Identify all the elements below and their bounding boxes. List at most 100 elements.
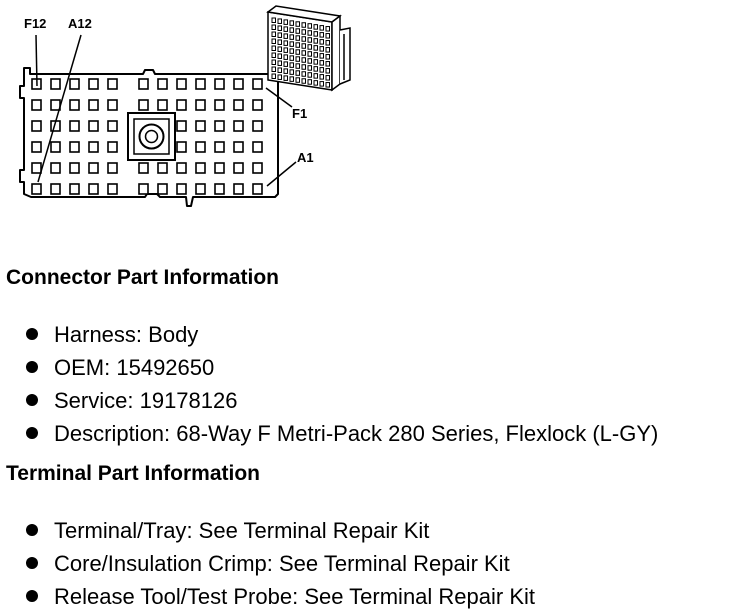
terminal-cavity [176,183,187,195]
terminal-cavity [157,183,168,195]
a12-leader-line [37,34,82,183]
iso-cavity [271,66,276,72]
terminal-cavity [214,99,225,111]
terminal-cavity [252,78,263,90]
iso-cavity [319,46,324,52]
iso-cavity [295,28,300,34]
iso-cavity [283,47,288,53]
terminal-cavity [195,162,206,174]
iso-cavity [283,75,288,81]
terminal-cavity [69,183,80,195]
iso-cavity [313,59,318,65]
iso-cavity [277,25,282,31]
iso-cavity [283,68,288,74]
label-a12: A12 [68,16,92,31]
terminal-cavity [233,99,244,111]
terminal-cavity [176,162,187,174]
iso-cavity [271,45,276,51]
release-tool-label: Release Tool/Test Probe [54,584,293,609]
terminal-cavity [88,162,99,174]
oem-label: OEM [54,355,105,380]
terminal-tray-label: Terminal/Tray [54,518,187,543]
terminal-cavity [233,141,244,153]
service-value: 19178126 [139,388,238,413]
iso-cavity [301,78,306,84]
iso-cavity [319,74,324,80]
iso-cavity [277,53,282,59]
terminal-cavity [88,141,99,153]
iso-cavity [283,61,288,67]
terminal-cavity [195,78,206,90]
iso-cavity [289,34,294,40]
iso-cavity [283,26,288,32]
list-item-core-insulation-crimp: Core/Insulation Crimp: See Terminal Repa… [24,548,535,581]
iso-cavity [283,54,288,60]
harness-label: Harness [54,322,136,347]
iso-cavity [271,73,276,79]
iso-cavity [313,45,318,51]
bullet-icon [26,590,38,602]
iso-cavity [301,29,306,35]
iso-cavity [325,68,330,74]
iso-cavity [289,20,294,26]
iso-cavity [295,42,300,48]
iso-cavity [277,39,282,45]
a1-leader-line [266,161,297,187]
terminal-part-information-list: Terminal/Tray: See Terminal Repair Kit C… [24,515,535,614]
iso-cavity [307,30,312,36]
list-item-description: Description: 68-Way F Metri-Pack 280 Ser… [24,418,658,451]
iso-cavity [313,24,318,30]
terminal-cavity [214,183,225,195]
iso-cavity [271,52,276,58]
bullet-icon [26,524,38,536]
iso-cavity [277,60,282,66]
terminal-cavity [31,99,42,111]
iso-cavity [283,33,288,39]
service-label: Service [54,388,128,413]
bullet-icon [26,394,38,406]
iso-cavity [271,24,276,30]
f12-leader-line [35,34,38,87]
oem-value: 15492650 [116,355,215,380]
iso-cavity [325,26,330,32]
terminal-cavity [214,120,225,132]
iso-cavity [301,22,306,28]
iso-cavity [325,40,330,46]
iso-cavity [325,33,330,39]
iso-cavity [313,31,318,37]
label-f1: F1 [292,106,307,121]
iso-cavity [289,48,294,54]
iso-cavity [307,51,312,57]
iso-cavity [307,58,312,64]
connector-part-information-heading: Connector Part Information [6,266,280,289]
terminal-cavity [88,99,99,111]
harness-value: Body [148,322,199,347]
terminal-cavity [252,183,263,195]
iso-cavity [295,77,300,83]
iso-cavity [295,70,300,76]
terminal-cavity [107,162,118,174]
terminal-cavity [88,78,99,90]
iso-cavity [319,25,324,31]
iso-cavity [295,56,300,62]
iso-cavity [313,38,318,44]
terminal-cavity [31,162,42,174]
terminal-cavity [50,141,61,153]
terminal-cavity [214,78,225,90]
terminal-cavity [176,120,187,132]
bullet-icon [26,361,38,373]
iso-cavity [289,69,294,75]
terminal-cavity [107,183,118,195]
iso-cavity [277,67,282,73]
terminal-part-information-heading: Terminal Part Information [6,462,260,485]
iso-cavity [301,36,306,42]
iso-cavity [283,40,288,46]
bullet-icon [26,328,38,340]
terminal-cavity [138,99,149,111]
iso-cavity [289,76,294,82]
iso-cavity [277,18,282,24]
bullet-icon [26,557,38,569]
terminal-cavity [31,183,42,195]
iso-cavity [319,67,324,73]
iso-cavity [301,43,306,49]
